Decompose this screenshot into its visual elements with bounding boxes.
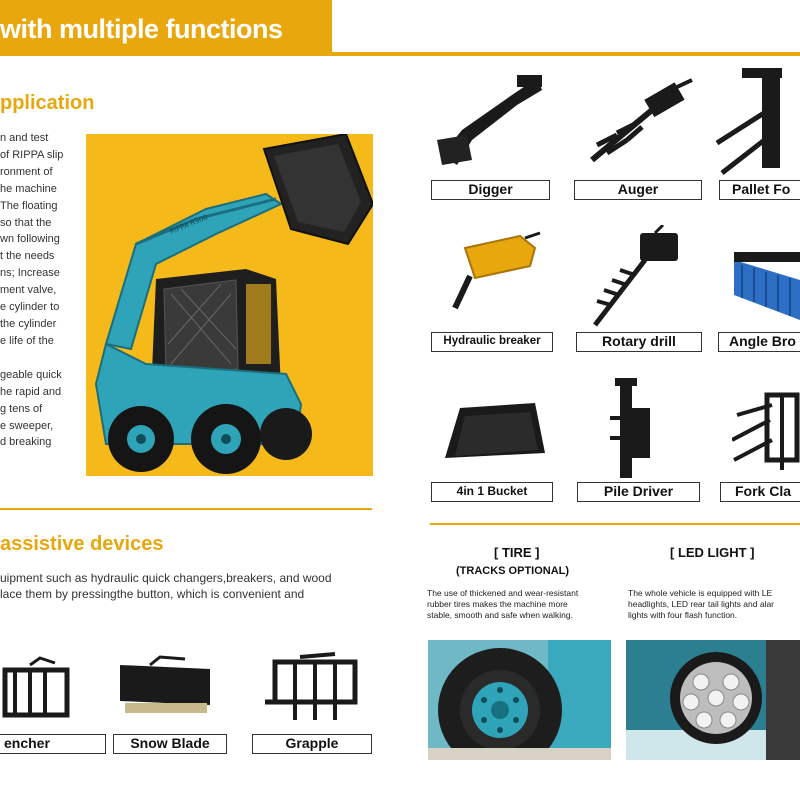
assistive-rule bbox=[0, 508, 372, 510]
label-angle-broom: Angle Bro bbox=[718, 332, 800, 352]
tire-title: [ TIRE ] bbox=[494, 545, 540, 560]
label-rotary-drill: Rotary drill bbox=[576, 332, 702, 352]
fork-clamp-image bbox=[732, 390, 800, 475]
4in1-bucket-image bbox=[440, 398, 550, 473]
wheel-icon bbox=[108, 406, 174, 472]
label-trencher: encher bbox=[0, 734, 106, 754]
rotary-drill-image bbox=[585, 225, 695, 330]
skid-steer-photo-panel: RIPPA R900 bbox=[86, 134, 373, 476]
label-hydraulic-breaker: Hydraulic breaker bbox=[431, 332, 553, 352]
application-text: n and test of RIPPA slip ronment of he m… bbox=[0, 132, 64, 449]
label-auger: Auger bbox=[574, 180, 702, 200]
led-title: [ LED LIGHT ] bbox=[670, 545, 755, 560]
digger-image bbox=[432, 70, 547, 170]
assistive-text: uipment such as hydraulic quick changers… bbox=[0, 571, 332, 601]
led-light-photo bbox=[626, 640, 800, 760]
label-snow-blade: Snow Blade bbox=[113, 734, 227, 754]
label-grapple: Grapple bbox=[252, 734, 372, 754]
header-banner bbox=[0, 0, 332, 56]
auger-image bbox=[582, 75, 697, 170]
tire-description: The use of thickened and wear-resistant … bbox=[427, 588, 579, 620]
pile-driver-image bbox=[600, 378, 670, 483]
angle-broom-image bbox=[732, 250, 800, 325]
tire-photo bbox=[428, 640, 611, 760]
label-pallet-fork: Pallet Fo bbox=[719, 180, 800, 200]
page-title: with multiple functions bbox=[0, 14, 283, 44]
grapple-image bbox=[255, 652, 365, 727]
label-digger: Digger bbox=[431, 180, 550, 200]
hydraulic-breaker-image bbox=[440, 228, 545, 318]
skid-steer-loader-illustration: RIPPA R900 bbox=[94, 134, 373, 474]
pallet-fork-image bbox=[712, 68, 800, 178]
trencher-image bbox=[0, 655, 80, 725]
tire-subtitle: (TRACKS OPTIONAL) bbox=[456, 565, 570, 577]
led-description: The whole vehicle is equipped with LE he… bbox=[628, 588, 774, 620]
header-rule bbox=[332, 52, 800, 56]
label-fork-clamp: Fork Cla bbox=[720, 482, 800, 502]
application-heading: pplication bbox=[0, 92, 95, 114]
snow-blade-image bbox=[115, 655, 215, 725]
features-rule bbox=[430, 523, 800, 525]
label-pile-driver: Pile Driver bbox=[577, 482, 700, 502]
label-4in1-bucket: 4in 1 Bucket bbox=[431, 482, 553, 502]
assistive-heading: assistive devices bbox=[0, 533, 164, 555]
